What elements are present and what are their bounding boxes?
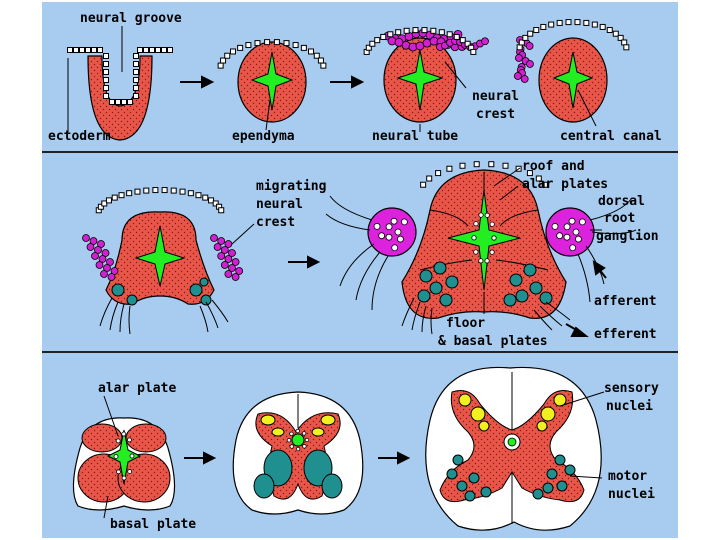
- label-migrating-3: crest: [256, 215, 295, 230]
- stage-neural-plate-closing: [217, 39, 327, 123]
- stage-central-canal: [513, 19, 630, 123]
- arrow-1: [180, 75, 215, 89]
- label-central-canal: central canal: [560, 129, 662, 144]
- label-sensory-1: sensory: [604, 381, 659, 396]
- stage-spinal-cord: [425, 366, 602, 531]
- stage-nuclei-forming: [232, 391, 364, 515]
- label-migrating-1: migrating: [256, 179, 326, 194]
- stage-alar-basal-plates: [72, 417, 176, 511]
- label-basal-plate: basal plate: [110, 517, 196, 532]
- stage-neural-tube: [363, 27, 489, 123]
- label-drg-1: dorsal: [598, 194, 645, 209]
- label-neural-crest-2: crest: [476, 107, 515, 122]
- label-drg-2: root: [604, 211, 635, 226]
- label-ependyma: ependyma: [232, 129, 295, 144]
- label-alar-plate: alar plate: [98, 381, 176, 396]
- label-motor-1: motor: [608, 469, 647, 484]
- label-efferent: efferent: [594, 327, 657, 342]
- arrow-4: [184, 451, 217, 465]
- label-roof-1: roof and: [522, 159, 585, 174]
- label-floor-1: floor: [446, 316, 485, 331]
- label-neural-tube: neural tube: [372, 129, 458, 144]
- leaders-panel-3: [103, 391, 605, 519]
- label-sensory-2: nuclei: [606, 399, 653, 414]
- label-motor-2: nuclei: [608, 487, 655, 502]
- arrow-3: [288, 255, 321, 269]
- stage-neural-groove: [67, 47, 173, 141]
- label-ectoderm: ectoderm: [48, 129, 111, 144]
- stage-dorsal-root-ganglion: [325, 161, 637, 337]
- label-migrating-2: neural: [256, 197, 303, 212]
- label-floor-2: & basal plates: [438, 334, 548, 349]
- arrow-2: [330, 75, 365, 89]
- leaders-panel-2: [231, 167, 602, 314]
- label-neural-groove: neural groove: [80, 11, 182, 26]
- label-afferent: afferent: [594, 294, 657, 309]
- stage-migrating-crest: [82, 187, 244, 335]
- label-neural-crest-1: neural: [472, 89, 519, 104]
- leaders-panel-1: [67, 26, 597, 132]
- label-roof-2: alar plates: [522, 177, 608, 192]
- label-drg-3: ganglion: [596, 229, 659, 244]
- arrow-5: [378, 451, 411, 465]
